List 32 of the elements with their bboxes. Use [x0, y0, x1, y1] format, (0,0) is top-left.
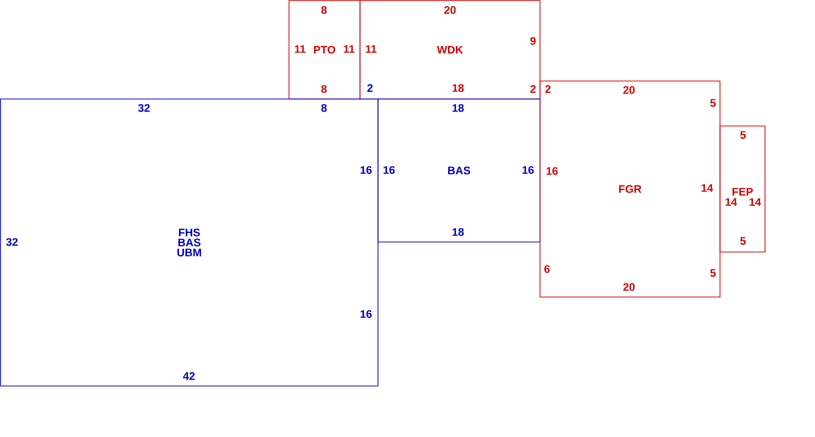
dimension-label: 14 [726, 198, 738, 206]
dimension-label: 32 [138, 104, 150, 112]
dimension-label: 9 [530, 37, 536, 45]
dimension-label: 42 [183, 372, 195, 380]
dimension-label: 20 [623, 86, 635, 94]
dimension-label: 14 [702, 184, 714, 192]
dimension-label: 16 [384, 166, 395, 174]
dimension-label: 8 [321, 85, 327, 93]
dimension-label: 2 [545, 85, 551, 93]
dimension-label: 18 [452, 84, 464, 92]
dimension-label: 16 [522, 166, 534, 174]
dimension-label: 18 [452, 228, 464, 236]
dimension-label: 8 [321, 104, 327, 112]
dimension-label: 5 [740, 237, 746, 245]
dimension-label: 20 [444, 6, 456, 14]
dimension-label: 20 [623, 283, 635, 291]
dimension-label: 5 [710, 99, 716, 107]
dimension-label: 16 [546, 167, 558, 175]
dimension-label: 11 [294, 45, 306, 53]
dimension-label: 32 [6, 238, 18, 246]
dimension-label: 2 [367, 84, 373, 92]
dimension-label: 16 [360, 166, 372, 174]
dimension-label: 2 [530, 85, 536, 93]
dimension-label: 5 [740, 131, 746, 139]
dimension-label: 6 [544, 265, 550, 273]
dimension-label: 16 [360, 310, 372, 318]
dimension-label: 18 [452, 104, 464, 112]
dimension-label: 5 [710, 269, 716, 277]
dimension-label: 11 [344, 45, 354, 53]
dimension-label: 8 [321, 6, 327, 14]
dimension-label: 14 [750, 198, 762, 206]
dimension-label: 11 [366, 45, 376, 53]
